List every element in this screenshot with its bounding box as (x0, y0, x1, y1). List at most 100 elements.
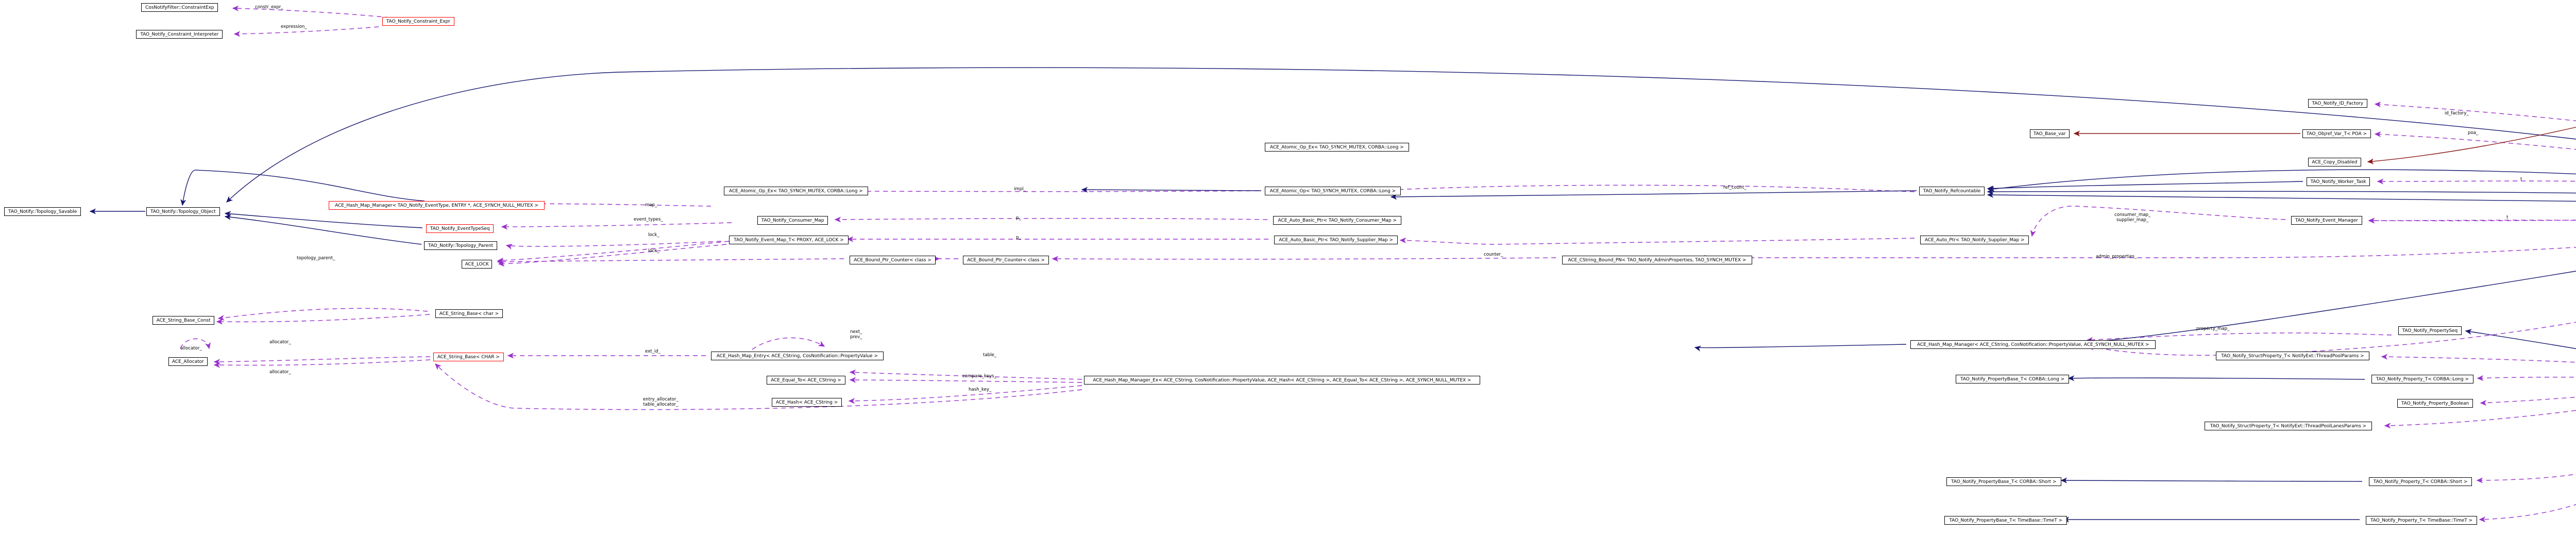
class-node[interactable]: TAO_Notify_PropertyBase_T< CORBA::Long > (1956, 375, 2070, 383)
class-node-label: ACE_LOCK (465, 261, 489, 267)
class-node[interactable]: TAO_Notify_EventTypeSeq (426, 224, 494, 233)
edge-label: entry_allocator_ table_allocator_ (643, 397, 679, 407)
edge-label: topology_parent_ (297, 256, 335, 261)
class-node[interactable]: ACE_String_Base< char > (435, 309, 503, 318)
class-node-label: TAO_Base_var (2033, 130, 2066, 137)
class-node-label: ACE_Bound_Ptr_Counter< class > (854, 257, 931, 263)
class-node-label: ACE_String_Base_Const (156, 317, 211, 323)
class-node-label: TAO_Notify_PropertyBase_T< CORBA::Short … (1951, 478, 2057, 485)
class-node[interactable]: TAO_Notify_Event_Map_T< PROXY, ACE_LOCK … (729, 236, 849, 244)
class-node-label: ACE_Bound_Ptr_Counter< class > (967, 257, 1045, 263)
edge-label: id_factory_ (2445, 111, 2469, 116)
class-node[interactable]: ACE_CString_Bound_PN< TAO_Notify_AdminPr… (1562, 256, 1752, 264)
class-node-label: ACE_CString_Bound_PN< TAO_Notify_AdminPr… (1568, 257, 1747, 263)
edge-label: compare_keys_ (962, 374, 996, 379)
class-node[interactable]: ACE_LOCK (462, 260, 493, 269)
class-node[interactable]: ACE_Auto_Basic_Ptr< TAO_Notify_Consumer_… (1273, 216, 1402, 225)
class-node-label: TAO_Notify_Event_Map_T< PROXY, ACE_LOCK … (734, 237, 844, 243)
edge-label: constr_expr_ (255, 5, 283, 10)
class-node[interactable]: TAO_Notify_Constraint_Expr (382, 17, 454, 26)
class-node[interactable]: ACE_Hash_Map_Manager< ACE_CString, CosNo… (1910, 340, 2156, 349)
edge-label: allocator_ (269, 370, 291, 375)
class-node[interactable]: TAO_Notify_Property_T< CORBA::Long > (2371, 375, 2473, 383)
class-node[interactable]: ACE_String_Base_Const (152, 316, 215, 325)
edge-label: p_ (1016, 215, 1021, 221)
class-node-label: ACE_Allocator (172, 358, 204, 364)
class-node[interactable]: CosNotifyFilter::ConstraintExp (141, 3, 218, 12)
edge-label: t (2520, 177, 2522, 182)
class-node[interactable]: ACE_Bound_Ptr_Counter< class > (963, 256, 1049, 264)
class-node-label: ACE_Auto_Basic_Ptr< TAO_Notify_Supplier_… (1279, 237, 1393, 243)
class-node-label: TAO_Notify_Constraint_Expr (386, 18, 450, 24)
class-node[interactable]: ACE_Hash< ACE_CString > (772, 398, 842, 407)
class-node[interactable]: ACE_Allocator (168, 357, 208, 366)
class-node-label: ACE_String_Base< char > (439, 310, 499, 316)
edge-label: hash_key_ (969, 387, 992, 392)
class-node-label: TAO_Notify_Property_T< CORBA::Short > (2373, 478, 2468, 485)
class-node-label: TAO_Notify_EventTypeSeq (430, 225, 490, 231)
class-node-label: TAO_Notify::Topology_Savable (8, 208, 77, 214)
class-node[interactable]: ACE_Auto_Basic_Ptr< TAO_Notify_Supplier_… (1274, 236, 1398, 244)
usage-edges (180, 5, 2576, 523)
class-node[interactable]: TAO_Notify_StructProperty_T< NotifyExt::… (2216, 352, 2369, 360)
class-node-label: ACE_Hash_Map_Manager< ACE_CString, CosNo… (1917, 341, 2149, 347)
class-node[interactable]: TAO_Notify_Worker_Task (2307, 177, 2370, 186)
class-node-label: TAO_Notify_PropertyBase_T< TimeBase::Tim… (1949, 517, 2063, 523)
class-node[interactable]: ACE_Copy_Disabled (2308, 158, 2361, 166)
class-node-label: ACE_Hash< ACE_CString > (775, 399, 838, 405)
class-node[interactable]: TAO_Notify::Topology_Parent (424, 241, 498, 250)
class-node-label: TAO_Notify_PropertyBase_T< CORBA::Long > (1960, 376, 2065, 382)
class-node-label: CosNotifyFilter::ConstraintExp (145, 4, 214, 10)
edge-label: consumer_map_ supplier_map_ (2114, 212, 2151, 223)
class-node-label: TAO_Notify_PropertySeq (2402, 327, 2458, 333)
class-node-label: TAO_Notify_ID_Factory (2312, 100, 2364, 106)
class-node[interactable]: TAO_Notify_Constraint_Interpreter (136, 30, 223, 39)
class-node[interactable]: ACE_Atomic_Op< TAO_SYNCH_MUTEX, CORBA::L… (1265, 187, 1401, 195)
class-node[interactable]: TAO_Notify_Property_T< CORBA::Short > (2369, 477, 2472, 486)
class-node[interactable]: TAO_Notify_Property_Boolean (2397, 399, 2473, 408)
edge-label: lock_ (648, 232, 659, 238)
edge-label: lock_ (648, 248, 659, 254)
class-node[interactable]: TAO_Notify_PropertySeq (2398, 326, 2462, 335)
edge-label: next_ prev_ (850, 329, 862, 340)
class-node[interactable]: TAO_Notify_Event_Manager (2291, 216, 2362, 225)
class-node[interactable]: TAO_Notify_Consumer_Map (757, 216, 828, 225)
class-node[interactable]: TAO_Notify_Property_T< TimeBase::TimeT > (2366, 516, 2478, 525)
class-node-label: TAO_Notify_StructProperty_T< NotifyExt::… (2210, 423, 2367, 429)
class-node-label: ACE_Atomic_Op< TAO_SYNCH_MUTEX, CORBA::L… (1269, 188, 1396, 194)
class-node[interactable]: TAO_Notify_PropertyBase_T< CORBA::Short … (1946, 477, 2061, 486)
class-node-label: ACE_Copy_Disabled (2312, 159, 2358, 165)
class-node[interactable]: ACE_Hash_Map_Manager< TAO_Notify_EventTy… (329, 201, 545, 210)
class-node-label: TAO_Notify_Event_Manager (2295, 217, 2358, 223)
class-node[interactable]: TAO_Base_var (2030, 129, 2070, 138)
class-node[interactable]: ACE_Atomic_Op_Ex< TAO_SYNCH_MUTEX, CORBA… (1265, 143, 1409, 152)
class-node[interactable]: TAO_Objref_Var_T< POA > (2302, 129, 2371, 138)
edge-label: admin_properties_ (2096, 254, 2137, 259)
class-node-label: TAO_Notify::Topology_Object (150, 208, 216, 214)
class-node[interactable]: TAO_Notify_PropertyBase_T< TimeBase::Tim… (1944, 516, 2067, 525)
edge-label: map_ (645, 203, 657, 208)
class-node-label: ACE_Hash_Map_Manager_Ex< ACE_CString, Co… (1093, 377, 1471, 383)
class-node[interactable]: TAO_Notify::Topology_Object (146, 207, 220, 216)
class-node[interactable]: ACE_Atomic_Op_Ex< TAO_SYNCH_MUTEX, CORBA… (724, 187, 868, 195)
class-node[interactable]: TAO_Notify_StructProperty_T< NotifyExt::… (2205, 422, 2372, 430)
class-node[interactable]: ACE_Hash_Map_Entry< ACE_CString, CosNoti… (711, 352, 884, 360)
class-node-label: ACE_Hash_Map_Manager< TAO_Notify_EventTy… (335, 202, 538, 208)
edge-label: t (2506, 215, 2509, 220)
edge-label: ext_id_ (645, 349, 661, 354)
class-node-label: ACE_Equal_To< ACE_CString > (771, 377, 841, 383)
class-node[interactable]: ACE_String_Base< CHAR > (433, 353, 504, 361)
edge-label: property_map_ (2196, 326, 2230, 331)
class-node[interactable]: TAO_Notify::Topology_Savable (4, 207, 81, 216)
inheritance-edges (89, 67, 2576, 523)
edge-label: counter_ (1484, 252, 1503, 257)
class-node[interactable]: ACE_Bound_Ptr_Counter< class > (850, 256, 936, 264)
class-node[interactable]: ACE_Hash_Map_Manager_Ex< ACE_CString, Co… (1084, 376, 1480, 385)
class-node-label: TAO_Notify_Property_T< CORBA::Long > (2376, 376, 2469, 382)
class-node[interactable]: ACE_Equal_To< ACE_CString > (767, 376, 845, 385)
class-node[interactable]: ACE_Auto_Ptr< TAO_Notify_Supplier_Map > (1920, 236, 2029, 244)
class-node[interactable]: TAO_Notify_ID_Factory (2308, 99, 2367, 108)
class-node[interactable]: TAO_Notify_Refcountable (1919, 187, 1985, 195)
